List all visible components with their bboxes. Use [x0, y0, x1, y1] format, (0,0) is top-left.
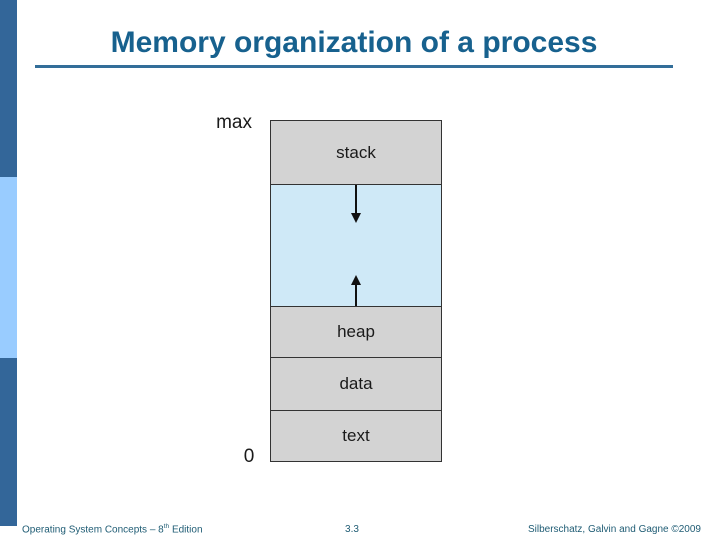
sidebar-accent-segment-top	[0, 0, 17, 177]
memory-section-free-space	[271, 185, 441, 307]
memory-section-data: data	[271, 358, 441, 411]
title-underline	[35, 65, 673, 68]
heap-growth-arrow-icon	[351, 275, 361, 306]
memory-section-stack: stack	[271, 121, 441, 185]
sidebar-accent-segment-bottom	[0, 358, 17, 526]
heap-label: heap	[337, 322, 375, 341]
footer-book-title-prefix: Operating System Concepts – 8	[22, 524, 164, 536]
sidebar-accent-segment-middle	[0, 177, 17, 358]
zero-address-label: 0	[243, 446, 255, 467]
text-label: text	[342, 426, 370, 445]
memory-section-heap: heap	[271, 307, 441, 358]
footer-page-number: 3.3	[345, 524, 359, 535]
slide-title: Memory organization of a process	[110, 26, 598, 59]
stack-growth-arrow-icon	[351, 185, 361, 223]
max-address-label: max	[216, 112, 252, 133]
memory-layout-diagram: stack heap data text	[270, 120, 442, 462]
data-label: data	[339, 374, 373, 393]
footer-authors: Silberschatz, Galvin and Gagne ©2009	[527, 524, 701, 535]
footer-book-title-suffix: Edition	[169, 524, 203, 536]
footer-book-title: Operating System Concepts – 8th Edition	[22, 523, 203, 536]
memory-section-text: text	[271, 411, 441, 461]
footer-edition-superscript: th	[163, 523, 170, 530]
stack-label: stack	[336, 142, 376, 162]
